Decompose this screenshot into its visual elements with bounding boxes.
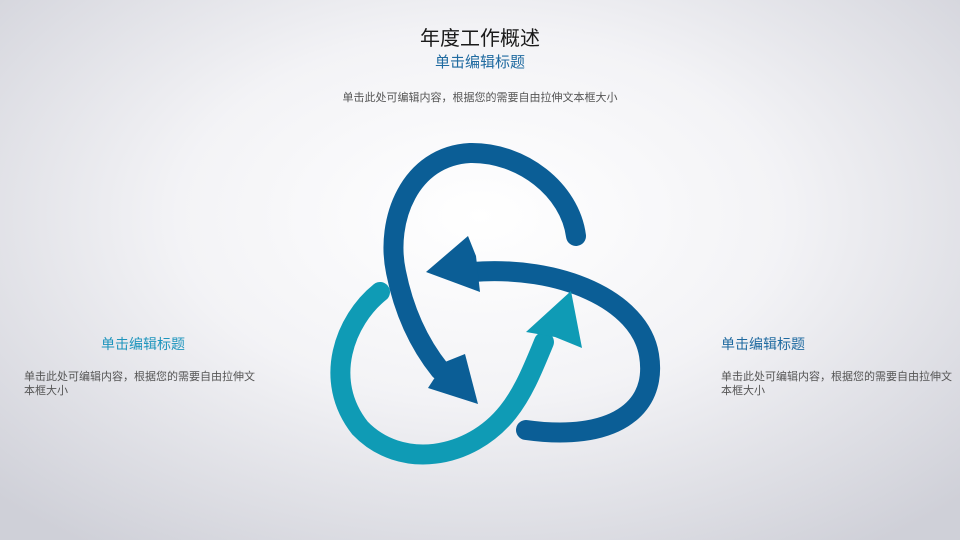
right-text[interactable]: 单击此处可编辑内容，根据您的需要自由拉伸文本框大小 [721, 370, 952, 397]
dark-arrowhead-down [428, 354, 478, 404]
page-title: 年度工作概述 [420, 26, 540, 50]
dark-arrowhead-left [426, 236, 480, 292]
description[interactable]: 单击此处可编辑内容，根据您的需要自由拉伸文本框大小 [342, 91, 618, 104]
right-title[interactable]: 单击编辑标题 [721, 337, 805, 353]
subtitle[interactable]: 单击编辑标题 [434, 53, 525, 71]
teal-arrow-loop [330, 282, 554, 465]
dark-arrow-loop-right [462, 261, 661, 443]
left-title[interactable]: 单击编辑标题 [101, 337, 185, 353]
left-text[interactable]: 单击此处可编辑内容，根据您的需要自由拉伸文本框大小 [24, 370, 255, 397]
teal-arrowhead-up [526, 291, 582, 348]
dark-arrow-loop-top [383, 142, 586, 380]
